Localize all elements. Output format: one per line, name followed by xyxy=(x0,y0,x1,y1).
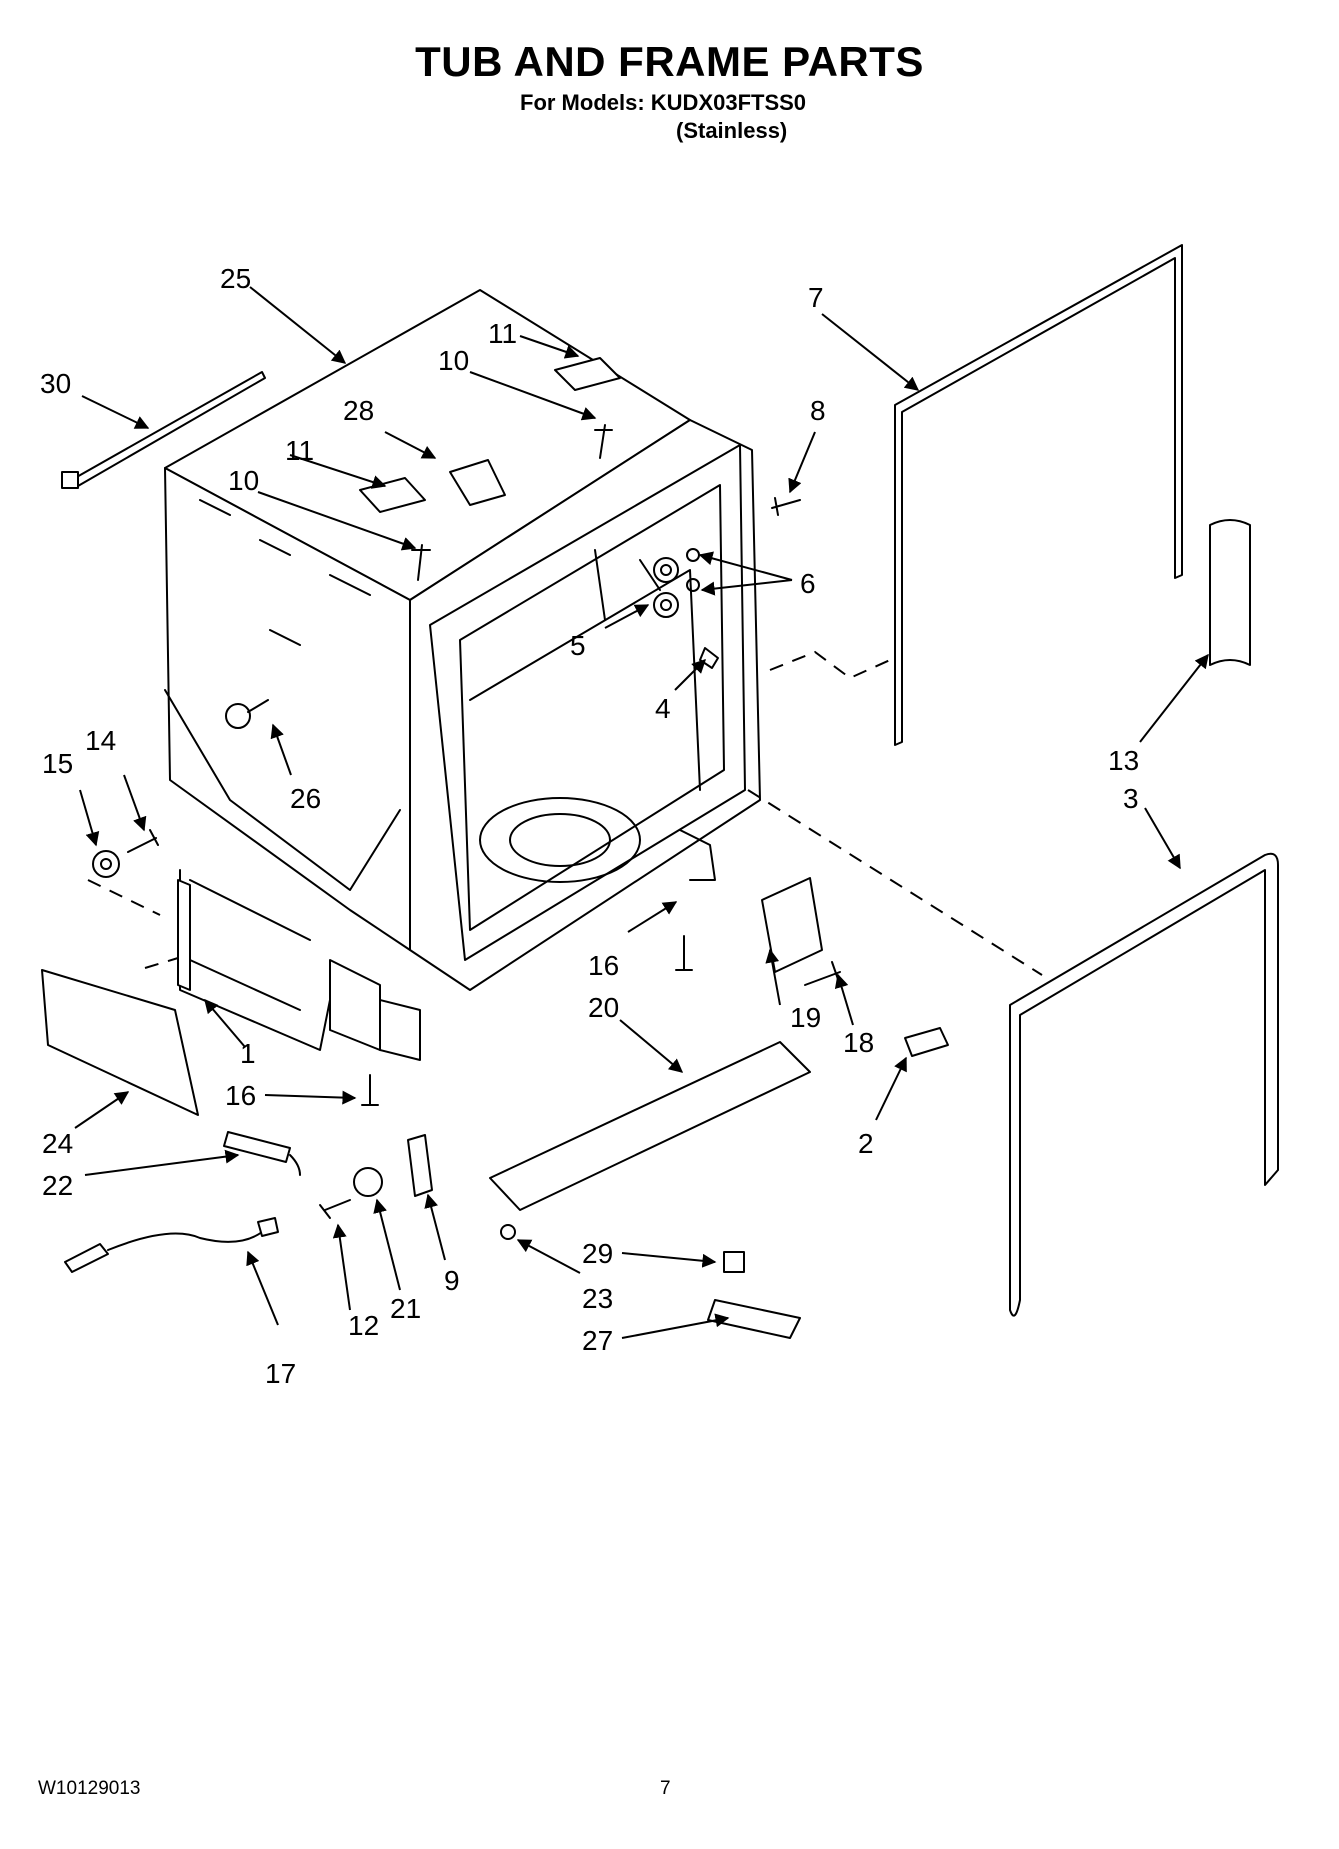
callout-2: 2 xyxy=(858,1128,874,1159)
callout-17: 21 xyxy=(390,1293,421,1324)
washer-17 xyxy=(353,1167,383,1197)
cable-23 xyxy=(64,1217,279,1273)
callout-9: 9 xyxy=(444,1265,460,1296)
callout-21: 20 xyxy=(588,992,619,1023)
callout-11-top: 11 xyxy=(488,318,517,349)
hinge-bracket-11-top xyxy=(554,357,621,391)
screw-8 xyxy=(771,497,801,516)
plug-25 xyxy=(225,699,269,729)
door-gasket-3 xyxy=(1009,852,1279,1317)
alignment-line-door-bottom xyxy=(747,789,1043,976)
callout-10-left: 10 xyxy=(228,465,259,496)
callout-19: 18 xyxy=(843,1027,874,1058)
callout-29: 28 xyxy=(343,395,374,426)
screw-10-top xyxy=(594,424,613,459)
door-seal-13 xyxy=(1209,519,1251,666)
callout-26: 25 xyxy=(220,263,251,294)
page-number: 7 xyxy=(660,1778,671,1799)
bolt-14 xyxy=(127,829,159,853)
callout-13: 13 xyxy=(1108,745,1139,776)
callout-23: 17 xyxy=(265,1358,296,1389)
callout-1: 1 xyxy=(240,1038,256,1069)
toe-panel-24 xyxy=(41,969,199,1116)
alignment-line-left-top xyxy=(87,879,161,916)
screw-19 xyxy=(804,961,841,986)
document-code: W10129013 xyxy=(38,1778,141,1799)
callout-27: 27 xyxy=(582,1325,613,1356)
callout-10-top: 10 xyxy=(438,345,469,376)
tub-assembly xyxy=(164,289,761,1061)
callout-11-left: 11 xyxy=(285,435,314,466)
callout-22: 23 xyxy=(582,1283,613,1314)
bracket-20 xyxy=(761,877,823,973)
screw-12 xyxy=(319,1199,351,1219)
panel-21 xyxy=(489,1041,811,1211)
cable-tie-30 xyxy=(61,371,266,489)
callout-28: 29 xyxy=(582,1238,613,1269)
model-variant: (Stainless) xyxy=(676,118,788,143)
callout-4: 4 xyxy=(655,693,671,724)
leveling-leg-16-right xyxy=(675,935,693,971)
callout-15: 15 xyxy=(42,748,73,779)
screw-22 xyxy=(500,1224,516,1240)
models-line: For Models: KUDX03FTSS0 xyxy=(520,90,807,115)
callout-7: 7 xyxy=(808,282,824,313)
clip-29 xyxy=(449,459,506,506)
callout-14: 14 xyxy=(85,725,116,756)
callout-24: 24 xyxy=(42,1128,73,1159)
strike-2 xyxy=(904,1027,949,1057)
callout-12: 12 xyxy=(348,1310,379,1341)
leader-lines xyxy=(74,286,1209,1339)
leveling-leg-16-left xyxy=(361,1074,379,1106)
callout-16-right: 16 xyxy=(588,950,619,981)
callout-5: 5 xyxy=(570,630,586,661)
nut-15 xyxy=(92,850,120,878)
frame-bracket-1 xyxy=(177,879,191,991)
callout-30: 30 xyxy=(40,368,71,399)
alignment-line-left-bottom xyxy=(144,957,179,969)
page-title: TUB AND FRAME PARTS xyxy=(415,38,924,85)
callout-25: 26 xyxy=(290,783,321,814)
alignment-line-door-top xyxy=(769,650,891,680)
spring-18 xyxy=(223,1131,301,1176)
callout-8: 8 xyxy=(810,395,826,426)
door-gasket-7 xyxy=(894,244,1183,746)
callout-20: 19 xyxy=(790,1002,821,1033)
callout-3: 3 xyxy=(1123,783,1139,814)
callout-16-left: 16 xyxy=(225,1080,256,1111)
callout-6: 6 xyxy=(800,568,816,599)
callout-labels: 25 30 28 11 10 11 10 7 8 6 5 4 13 3 26 1… xyxy=(40,263,1139,1389)
cam-9 xyxy=(407,1134,433,1197)
bracket-27 xyxy=(707,1299,801,1339)
callout-18: 22 xyxy=(42,1170,73,1201)
bracket-28 xyxy=(723,1251,745,1273)
